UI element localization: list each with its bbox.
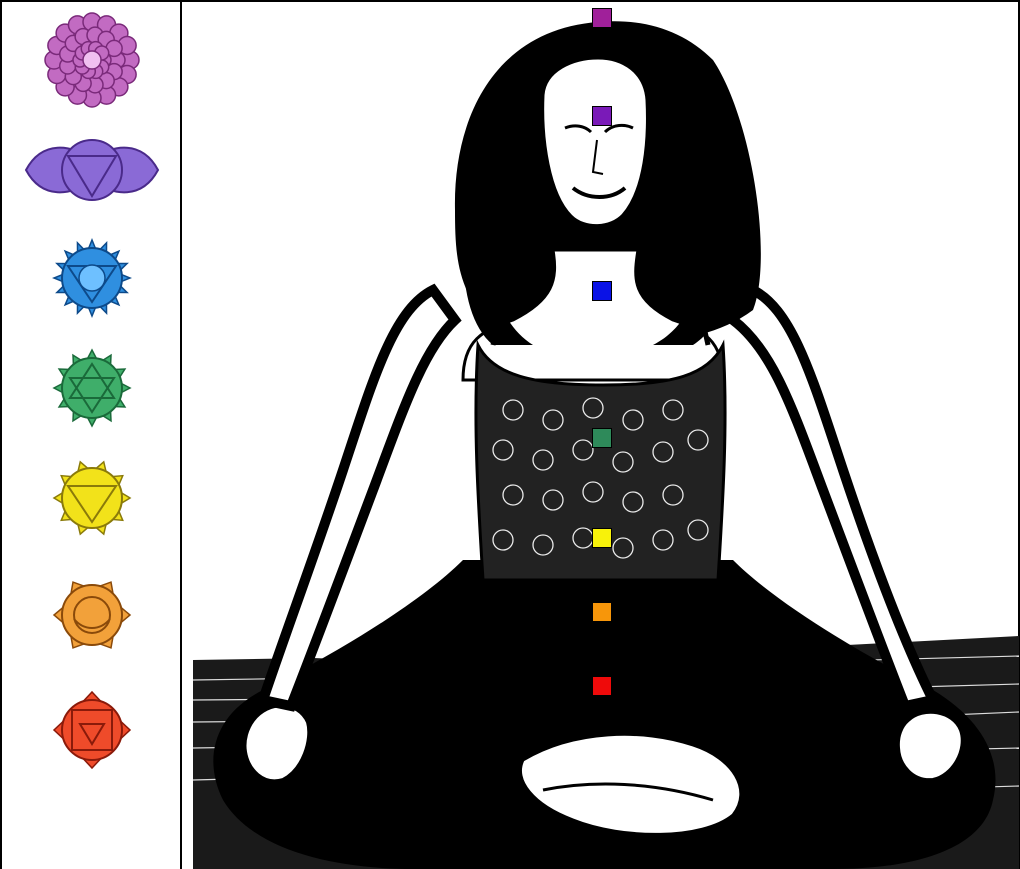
face xyxy=(543,58,648,226)
chakra-marker-throat xyxy=(592,281,612,301)
right-hand xyxy=(898,712,963,780)
chakra-symbol-solar-plexus-icon xyxy=(22,448,162,552)
chakra-marker-heart xyxy=(592,428,612,448)
chakra-marker-crown xyxy=(592,8,612,28)
chakra-marker-solar-plexus xyxy=(592,528,612,548)
chakra-marker-sacral xyxy=(592,602,612,622)
chakra-symbol-throat-icon xyxy=(22,228,162,332)
chakra-marker-third-eye xyxy=(592,106,612,126)
frame-left xyxy=(0,0,2,869)
frame-divider xyxy=(180,0,182,869)
chakra-symbol-third-eye-icon xyxy=(22,120,162,224)
chakra-symbol-root-icon xyxy=(22,680,162,784)
chakra-symbol-sacral-icon xyxy=(22,565,162,669)
chakra-symbol-heart-icon xyxy=(22,338,162,442)
chakra-symbol-crown-icon xyxy=(22,10,162,114)
chakra-marker-root xyxy=(592,676,612,696)
